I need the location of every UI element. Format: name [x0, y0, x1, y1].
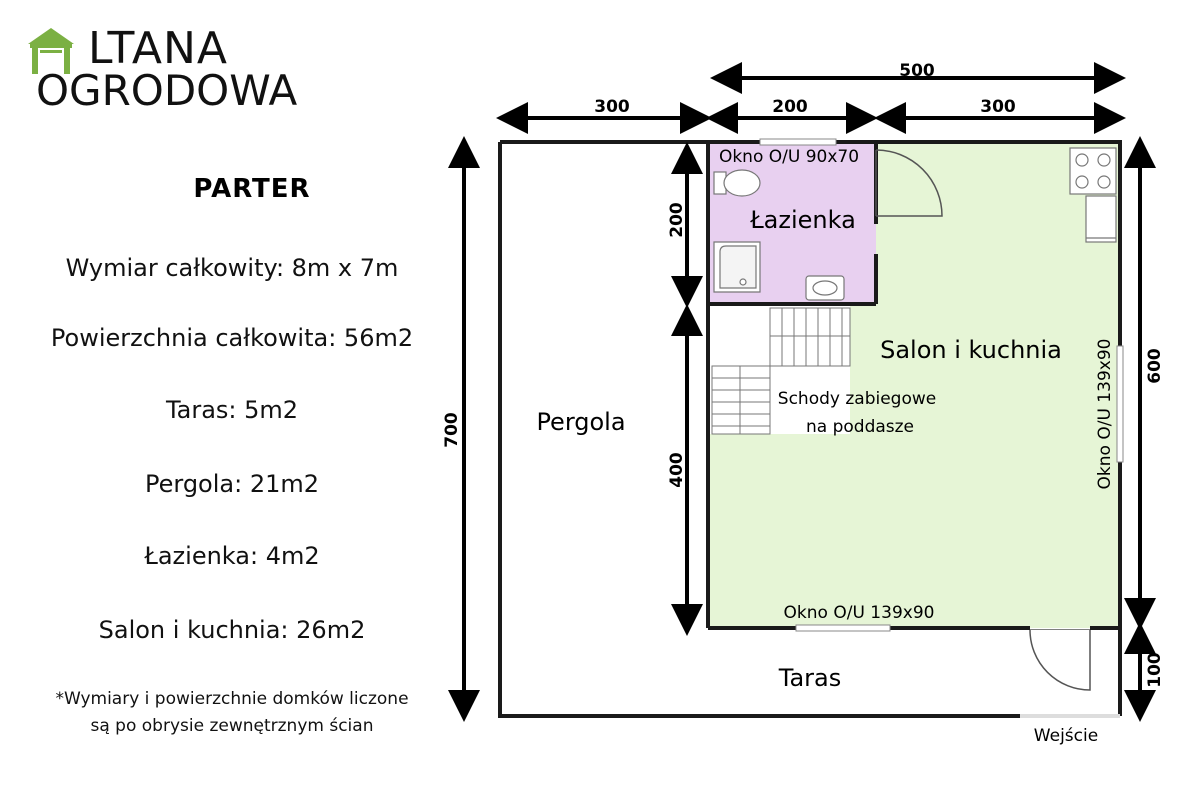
stat-pergola-area: Pergola: 21m2 [144, 470, 320, 498]
window-label-salon-bottom: Okno O/U 139x90 [784, 603, 935, 623]
window-label-bathroom: Okno O/U 90x70 [719, 147, 859, 167]
windows [759, 138, 1124, 632]
room-label-salon: Salon i kuchnia [880, 336, 1062, 364]
stove-icon [1069, 147, 1117, 195]
shower-icon [713, 241, 761, 293]
floor-heading: PARTER [193, 174, 311, 204]
brand-logo: LTANA OGRODOWA [26, 23, 326, 115]
dim-top-middle: 200 [772, 97, 808, 117]
stat-terrace-area: Taras: 5m2 [165, 396, 299, 424]
stat-total-size: Wymiar całkowity: 8m x 7m [65, 254, 399, 282]
sink-icon [805, 275, 845, 301]
stat-bathroom-area: Łazienka: 4m2 [144, 542, 320, 570]
salon-bottom-window-marker [795, 624, 891, 632]
footnote-line-1: *Wymiary i powierzchnie domków liczone [55, 689, 409, 709]
dimensions-footnote: *Wymiary i powierzchnie domków liczone s… [20, 686, 444, 740]
dim-top-right: 300 [980, 97, 1016, 117]
stairs-icon [711, 307, 851, 435]
window-label-salon-right: Okno O/U 139x90 [1095, 339, 1115, 490]
toilet-icon [713, 169, 761, 197]
dim-top-left: 300 [594, 97, 630, 117]
gazebo-logo-icon [28, 28, 74, 74]
entrance-label: Wejście [1034, 726, 1098, 746]
stairs-label-line-2: na poddasze [806, 417, 914, 437]
dim-right-upper: 600 [1145, 348, 1165, 384]
brand-name-line-2: OGRODOWA [36, 66, 298, 115]
dimension-lines [448, 62, 1156, 722]
dim-inner-lower: 400 [667, 452, 687, 488]
brand-name-line-1: LTANA [88, 23, 229, 74]
bathroom-door-icon [875, 149, 943, 217]
salon-right-window-marker [1116, 345, 1124, 463]
room-label-bathroom: Łazienka [749, 206, 856, 234]
room-label-taras: Taras [778, 664, 841, 692]
walls [498, 140, 1122, 718]
dim-right-lower: 100 [1145, 652, 1165, 688]
fridge-icon [1085, 195, 1117, 243]
stairs-label-line-1: Schody zabiegowe [778, 389, 936, 409]
stat-salon-area: Salon i kuchnia: 26m2 [98, 616, 366, 644]
dim-top-overall: 500 [899, 61, 935, 81]
dim-inner-upper: 200 [667, 202, 687, 238]
footnote-line-2: są po obrysie zewnętrznym ścian [90, 716, 374, 736]
entrance-door-icon [1029, 629, 1091, 691]
bathroom-window-marker [759, 138, 837, 146]
room-label-pergola: Pergola [536, 408, 625, 436]
entrance-threshold [1020, 714, 1120, 718]
stat-total-area: Powierzchnia całkowita: 56m2 [50, 324, 414, 352]
dim-left-overall: 700 [442, 412, 462, 448]
